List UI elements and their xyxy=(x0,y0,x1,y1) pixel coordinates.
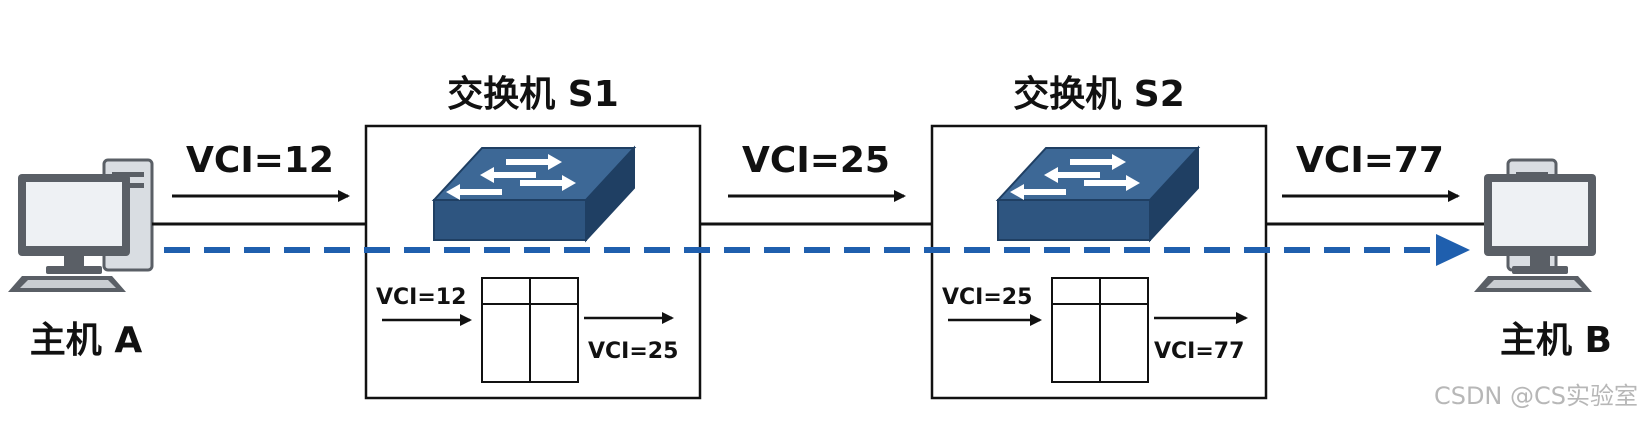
s2-table-in-label: VCI=25 xyxy=(942,285,1032,310)
host-b-label: 主机 B xyxy=(1500,320,1612,361)
s1-table-in-label: VCI=12 xyxy=(376,285,466,310)
switch-s2-table xyxy=(1051,277,1149,383)
host-a-label: 主机 A xyxy=(30,320,143,361)
link-s1-s2-label: VCI=25 xyxy=(742,140,890,181)
virtual-circuit-arrowhead xyxy=(1436,234,1470,266)
host-b-computer-icon xyxy=(1474,158,1596,292)
link-a-s1-label: VCI=12 xyxy=(186,140,334,181)
link-s2-b-label: VCI=77 xyxy=(1296,140,1444,181)
switch-s2-icon xyxy=(995,145,1201,243)
switch-s1-icon xyxy=(431,145,637,243)
switch-s1-table xyxy=(481,277,579,383)
s2-table-out-label: VCI=77 xyxy=(1154,339,1244,364)
switch-s2-title: 交换机 S2 xyxy=(1013,73,1185,115)
watermark: CSDN @CS实验室 xyxy=(1434,382,1638,410)
s1-table-out-label: VCI=25 xyxy=(588,339,678,364)
switch-s1-title: 交换机 S1 xyxy=(447,73,619,115)
host-a-computer-icon xyxy=(8,158,154,292)
